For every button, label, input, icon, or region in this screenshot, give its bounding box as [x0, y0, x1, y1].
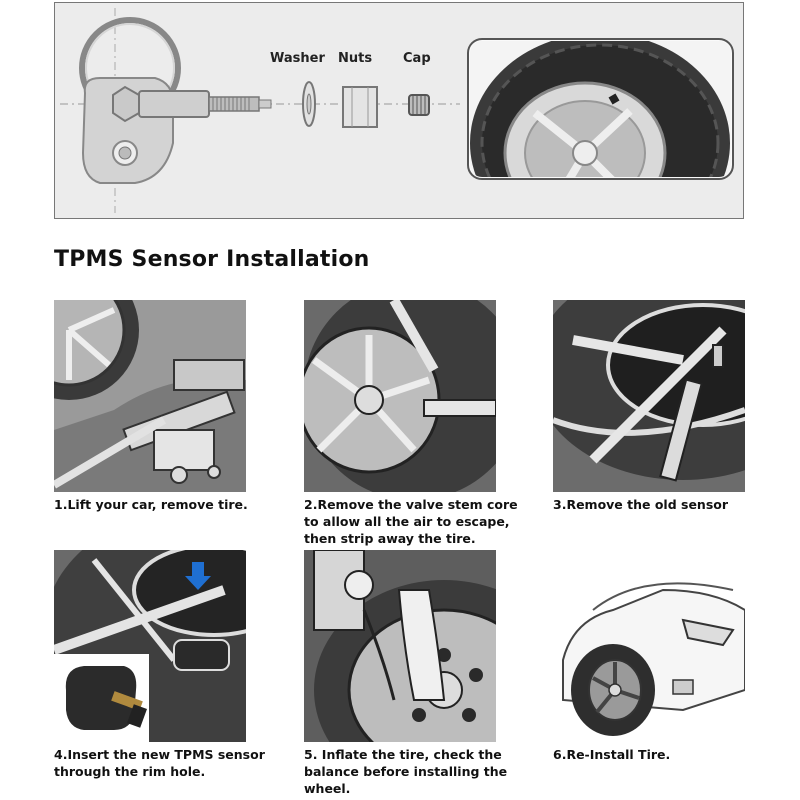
down-arrow-icon [185, 562, 211, 590]
step-2-line-3: then strip away the tire. [304, 531, 476, 546]
step-2-line-2: to allow all the air to escape, [304, 514, 510, 529]
step-5-caption: 5. Inflate the tire, check the balance b… [304, 746, 507, 797]
step-2-caption: 2.Remove the valve stem core to allow al… [304, 496, 518, 547]
step-1-line-1: 1.Lift your car, remove tire. [54, 497, 248, 512]
step-6-illustration [553, 550, 745, 742]
cap-label: Cap [403, 51, 431, 66]
sensor-parts-diagram: Washer Nuts Cap [54, 2, 744, 219]
nuts-label: Nuts [338, 51, 373, 66]
step-5-line-1: 5. Inflate the tire, check the [304, 747, 502, 762]
step-4-caption: 4.Insert the new TPMS sensor through the… [54, 746, 265, 780]
page-title: TPMS Sensor Installation [54, 247, 370, 272]
step-5-line-2: balance before installing the [304, 764, 508, 779]
step-6-caption: 6.Re-Install Tire. [553, 746, 670, 763]
step-1-caption: 1.Lift your car, remove tire. [54, 496, 248, 513]
step-5-illustration [304, 550, 496, 742]
washer-label: Washer [270, 51, 325, 66]
step-3-line-1: 3.Remove the old sensor [553, 497, 729, 512]
step-4-line-1: 4.Insert the new TPMS sensor [54, 747, 265, 762]
step-6-line-1: 6.Re-Install Tire. [553, 747, 671, 762]
step-2-line-1: 2.Remove the valve stem core [304, 497, 518, 512]
step-3-illustration [553, 300, 745, 492]
sensor-exploded-view [60, 8, 734, 213]
step-4-line-2: through the rim hole. [54, 764, 206, 779]
step-5-line-3: wheel. [304, 781, 351, 796]
step-4-illustration [54, 550, 246, 742]
step-2-illustration [304, 300, 496, 492]
step-3-caption: 3.Remove the old sensor [553, 496, 728, 513]
step-1-illustration [54, 300, 246, 492]
